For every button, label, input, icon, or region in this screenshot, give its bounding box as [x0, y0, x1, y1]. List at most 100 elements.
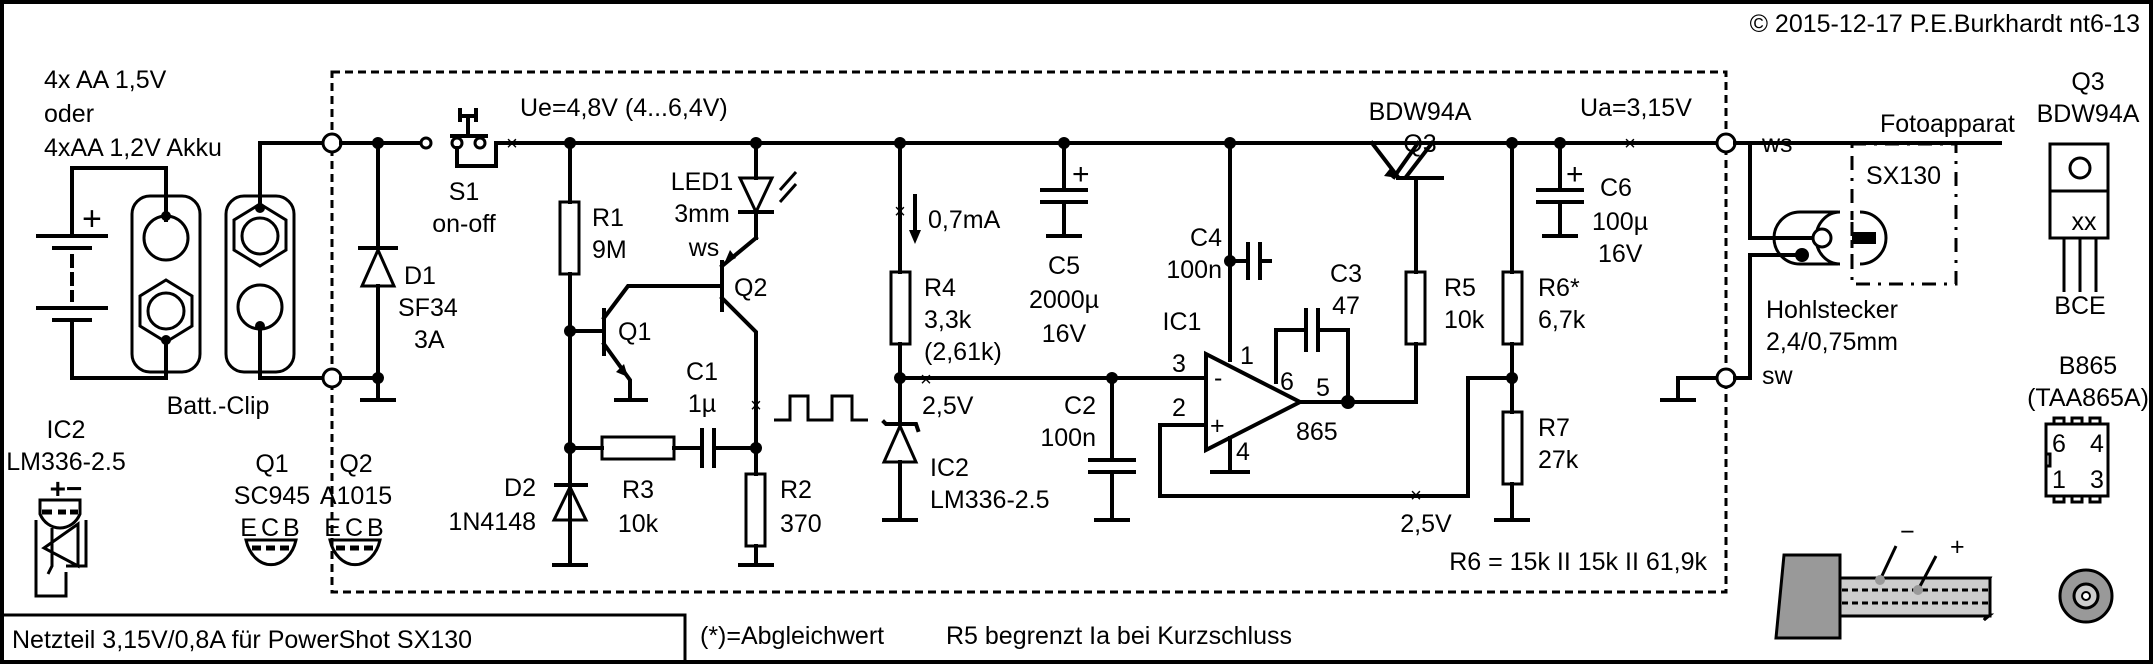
c3-value: 47 [1332, 292, 1360, 320]
output-sw-label: sw [1762, 362, 1794, 390]
q3-value: BDW94A [1369, 98, 1472, 126]
pinout-q1-pins: ECB [240, 514, 303, 542]
r3-name: R3 [622, 476, 654, 504]
resistor-r5: R5 10k [1346, 176, 1485, 404]
ic1-pin1: 1 [1240, 342, 1254, 370]
svg-text:×: × [920, 369, 932, 391]
pinout-q3-type: BDW94A [2037, 100, 2140, 128]
output-terminal-plus [1715, 132, 1737, 154]
led1-value: 3mm [674, 200, 730, 228]
c1-value: 1µ [688, 390, 716, 418]
resistor-r1: R1 9M [558, 137, 627, 567]
pinout-q2-type: A1015 [320, 482, 392, 510]
r2-name: R2 [780, 476, 812, 504]
pcb-boundary [330, 70, 1728, 594]
diode-d1: D1 SF34 3A [358, 137, 458, 402]
reference-ic2: × 2,5V IC2 LM336-2.5 [881, 369, 1188, 522]
ic1-pin3: 3 [1172, 350, 1186, 378]
d1-rating: 3A [414, 326, 445, 354]
c4-name: C4 [1190, 224, 1222, 252]
r2-value: 370 [780, 510, 822, 538]
note-r5: R5 begrenzt Ia bei Kurzschluss [946, 622, 1292, 650]
q2-name: Q2 [734, 274, 767, 302]
c2-value: 100n [1040, 424, 1096, 452]
ic2-value: LM336-2.5 [930, 486, 1050, 514]
battery-clip-label: Batt.-Clip [167, 392, 270, 420]
svg-text:×: × [894, 201, 906, 223]
switch-s1[interactable]: S1 on-off [419, 108, 2002, 238]
c5-rating: 16V [1042, 320, 1087, 348]
plug-plus-label: + [1950, 533, 1965, 561]
r3-value: 10k [618, 510, 659, 538]
pinout-ic2: IC2 LM336-2.5 +− [6, 416, 126, 598]
square-wave-icon [774, 394, 868, 422]
plug-minus-label: − [1900, 518, 1915, 546]
ic1-name: IC1 [1163, 308, 1202, 336]
r4-alt-value: (2,61k) [924, 338, 1002, 366]
r4-value: 3,3k [924, 306, 972, 334]
r1-name: R1 [592, 204, 624, 232]
battery-label-1: 4x AA 1,5V [44, 66, 167, 94]
battery-label-3: 4xAA 1,2V Akku [44, 134, 222, 162]
svg-text:+: + [1072, 158, 1090, 191]
diode-d2: D2 1N4148 [448, 442, 589, 567]
title-text: Netzteil 3,15V/0,8A für PowerShot SX130 [12, 626, 472, 654]
output-ws-label: ws [1761, 130, 1793, 158]
ic2-name: IC2 [930, 454, 969, 482]
c6-value: 100µ [1592, 208, 1648, 236]
c5-name: C5 [1048, 252, 1080, 280]
pinout-q2: Q2 A1015 ECB [320, 450, 392, 567]
pinout-q2-name: Q2 [339, 450, 372, 478]
capacitor-c4: C4 100n [1166, 137, 1272, 362]
led-led1: LED1 3mm ws [671, 137, 798, 262]
opamp-ic1: - + IC1 1 2 3 4 5 6 865 × 2,5V [1158, 308, 1470, 538]
ref-voltage-1: 2,5V [922, 392, 974, 420]
q1-name: Q1 [618, 318, 651, 346]
pinout-q3: Q3 BDW94A xx BCE [2037, 68, 2140, 320]
led1-color: ws [688, 234, 720, 262]
d1-name: D1 [404, 262, 436, 290]
camera-label: Fotoapparat [1880, 110, 2015, 138]
ue-label: Ue=4,8V (4...6,4V) [520, 94, 728, 122]
c4-value: 100n [1166, 256, 1222, 284]
pinout-b865-name: B865 [2059, 352, 2117, 380]
svg-text:×: × [1410, 485, 1422, 507]
resistor-r3: R3 10k [568, 435, 702, 538]
c2-name: C2 [1064, 392, 1096, 420]
r7-value: 27k [1538, 446, 1579, 474]
note-adjust: (*)=Abgleichwert [700, 622, 884, 650]
pinout-q1: Q1 SC945 ECB [234, 450, 310, 567]
battery-clip-1 [130, 194, 202, 374]
c5-value: 2000µ [1029, 286, 1099, 314]
b865-pin1: 1 [2052, 466, 2066, 494]
ua-label: Ua=3,15V [1580, 94, 1692, 122]
b865-pin4: 4 [2090, 430, 2104, 458]
s1-value: on-off [432, 210, 496, 238]
transistor-q3: BDW94A Q3 [1369, 98, 1472, 180]
camera-box [1850, 142, 1958, 286]
d1-value: SF34 [398, 294, 458, 322]
capacitor-c5: + C5 2000µ 16V [1029, 137, 1099, 348]
pinout-q1-type: SC945 [234, 482, 310, 510]
transistor-q1: Q1 [564, 284, 724, 402]
capacitor-c6: + C6 100µ 16V [1536, 137, 1648, 268]
camera-model: SX130 [1866, 162, 1941, 190]
transistor-q2: Q2 × [719, 235, 868, 450]
pinout-ic2-type: LM336-2.5 [6, 448, 126, 476]
d2-value: 1N4148 [448, 508, 536, 536]
battery-label-2: oder [44, 100, 94, 128]
ic1-pin6: 6 [1280, 368, 1294, 396]
ic1-pin4: 4 [1236, 438, 1250, 466]
pinout-q1-name: Q1 [255, 450, 288, 478]
resistor-r2: R2 370 [738, 442, 822, 567]
battery-section: 4x AA 1,5V oder 4xAA 1,2V Akku + [36, 66, 332, 420]
note-r6: R6 = 15k II 15k II 61,9k [1449, 548, 1707, 576]
input-terminal-plus [321, 132, 343, 154]
testpoint-ue: × [506, 133, 518, 155]
r6-name: R6* [1538, 274, 1580, 302]
pinout-q3-pins: BCE [2054, 292, 2105, 320]
battery-clip-2 [224, 141, 332, 380]
